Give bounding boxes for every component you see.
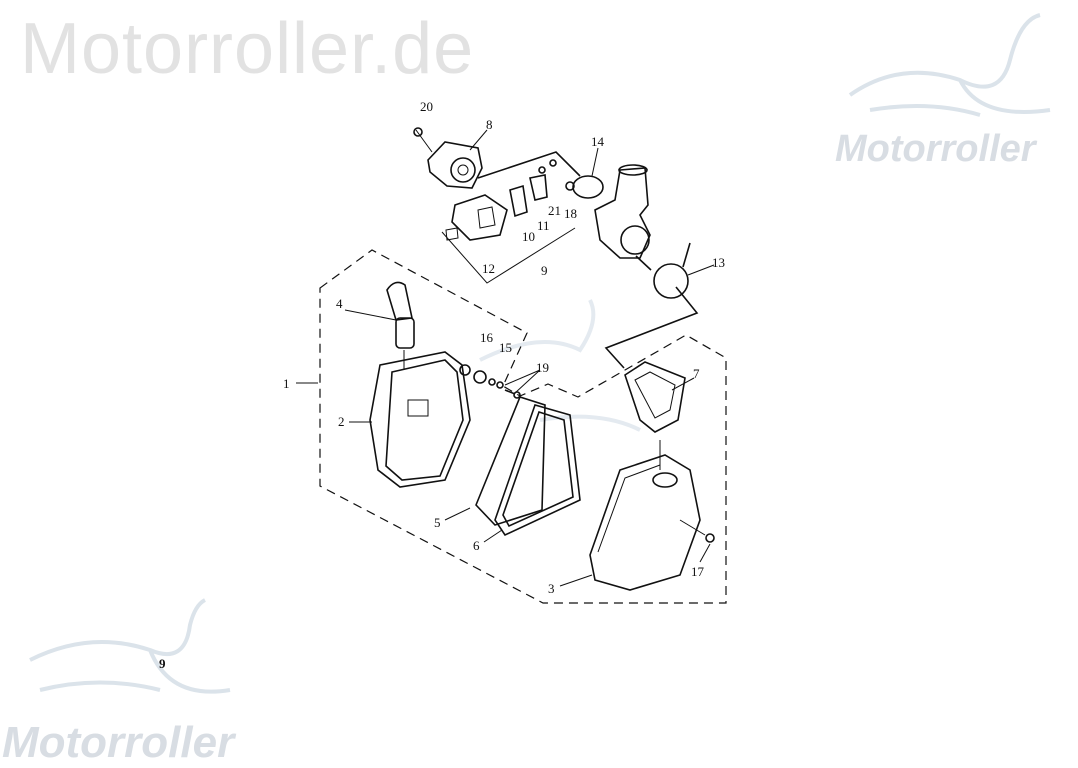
label-8: 8	[486, 117, 493, 132]
label-17: 17	[691, 564, 705, 579]
label-2: 2	[338, 414, 345, 429]
part-9-reed-valve	[445, 159, 557, 241]
scooter-watermark-icon	[29, 13, 1051, 694]
label-1: 1	[283, 376, 290, 391]
reed-valve-group-outline	[477, 151, 581, 179]
logo-text: Motorroller	[2, 718, 235, 767]
assembly-boundary	[319, 249, 727, 604]
connector-line	[604, 286, 699, 369]
label-20: 20	[420, 99, 433, 114]
label-9: 9	[541, 263, 548, 278]
label-7: 7	[693, 366, 700, 381]
label-19: 19	[536, 360, 549, 375]
leader-lines	[296, 129, 715, 587]
part-labels: 20 8 14 21 11 18 10 12 9 13 4 16 15 19 1…	[159, 99, 725, 671]
part-13-o-ring	[635, 242, 691, 299]
part-4-intake-tube	[386, 281, 415, 370]
page-number: 9	[159, 656, 166, 671]
label-14: 14	[591, 134, 605, 149]
part-3-air-filter-cover	[589, 454, 715, 591]
part-14-hose-clamp	[565, 175, 604, 199]
intake-manifold	[594, 164, 651, 259]
label-16: 16	[480, 330, 494, 345]
part-6-filter-frame	[494, 404, 581, 537]
label-12: 12	[482, 261, 495, 276]
label-13: 13	[712, 255, 725, 270]
part-5-filter-element	[475, 396, 546, 526]
label-11: 11	[537, 218, 550, 233]
label-6: 6	[473, 538, 480, 553]
part-2-air-filter-housing	[369, 351, 471, 488]
watermark-logo-top-right: Motorroller	[835, 128, 1036, 171]
label-10: 10	[522, 229, 535, 244]
label-3: 3	[548, 581, 555, 596]
watermark-title: Motorroller.de	[20, 9, 475, 89]
watermark-logo-bottom-left: Motorroller	[2, 718, 234, 768]
part-7-intake-duct	[624, 361, 686, 470]
part-8-intake-flange	[413, 127, 483, 189]
label-21: 21	[548, 203, 561, 218]
small-fasteners	[473, 370, 521, 399]
reed-valve-group-bracket	[441, 227, 576, 284]
label-4: 4	[336, 296, 343, 311]
label-5: 5	[434, 515, 441, 530]
label-18: 18	[564, 206, 577, 221]
label-15: 15	[499, 340, 512, 355]
logo-text: Motorroller	[835, 128, 1036, 170]
